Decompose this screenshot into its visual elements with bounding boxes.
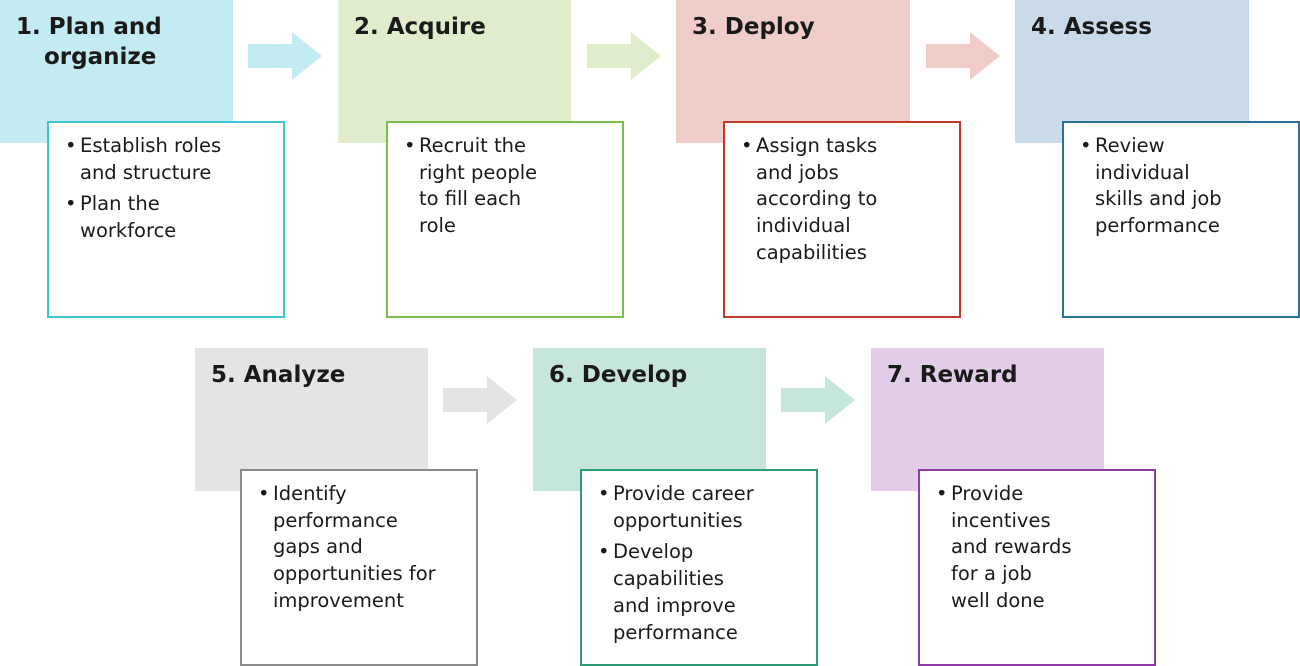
bullet-text: Identify performance gaps and opportunit… xyxy=(273,482,436,612)
list-item: •Identify performance gaps and opportuni… xyxy=(258,481,464,615)
step-5-details-box: •Identify performance gaps and opportuni… xyxy=(240,469,478,666)
step-5-bullet-list: •Identify performance gaps and opportuni… xyxy=(258,481,464,615)
arrow-right-icon xyxy=(443,376,517,424)
bullet-icon: • xyxy=(741,134,753,157)
step-3-details-box: •Assign tasks and jobs according to indi… xyxy=(723,121,961,318)
bullet-icon: • xyxy=(936,482,948,505)
arrow-right-icon xyxy=(926,32,1000,80)
step-6-header: 6. Develop xyxy=(533,348,766,491)
list-item: •Plan the workforce xyxy=(65,191,271,244)
step-1-bullet-list: •Establish roles and structure •Plan the… xyxy=(65,133,271,245)
list-item: •Establish roles and structure xyxy=(65,133,271,186)
step-2-bullet-list: •Recruit the right people to fill each r… xyxy=(404,133,610,240)
bullet-icon: • xyxy=(404,134,416,157)
bullet-icon: • xyxy=(65,192,77,216)
bullet-text: Provide career opportunities xyxy=(613,482,754,532)
list-item: •Assign tasks and jobs according to indi… xyxy=(741,133,947,267)
step-3-header: 3. Deploy xyxy=(676,0,910,143)
step-5-title: 5. Analyze xyxy=(211,362,346,388)
step-2-title: 2. Acquire xyxy=(354,14,486,40)
step-7-header: 7. Reward xyxy=(871,348,1104,491)
bullet-text: Plan the workforce xyxy=(80,192,177,243)
step-4-details-box: •Review individual skills and job perfor… xyxy=(1062,121,1300,318)
step-1-details-box: •Establish roles and structure •Plan the… xyxy=(47,121,285,318)
list-item: •Develop capabilities and improve perfor… xyxy=(598,539,804,646)
step-7-bullet-list: •Provide incentives and rewards for a jo… xyxy=(936,481,1142,615)
bullet-text: Provide incentives and rewards for a job… xyxy=(951,482,1072,612)
step-6-details-box: •Provide career opportunities •Develop c… xyxy=(580,469,818,666)
list-item: •Provide career opportunities xyxy=(598,481,804,534)
step-3-bullet-list: •Assign tasks and jobs according to indi… xyxy=(741,133,947,267)
step-1-header: 1. Plan and organize xyxy=(0,0,233,143)
bullet-text: Establish roles and structure xyxy=(80,134,222,184)
step-6-bullet-list: •Provide career opportunities •Develop c… xyxy=(598,481,804,646)
list-item: •Review individual skills and job perfor… xyxy=(1080,133,1286,240)
step-3-title: 3. Deploy xyxy=(692,14,815,40)
arrow-right-icon xyxy=(587,32,661,80)
bullet-icon: • xyxy=(598,482,610,505)
bullet-text: Recruit the right people to fill each ro… xyxy=(419,134,538,238)
step-2-details-box: •Recruit the right people to fill each r… xyxy=(386,121,624,318)
bullet-icon: • xyxy=(598,540,610,564)
step-7-details-box: •Provide incentives and rewards for a jo… xyxy=(918,469,1156,666)
step-4-title: 4. Assess xyxy=(1031,14,1152,40)
step-4-bullet-list: •Review individual skills and job perfor… xyxy=(1080,133,1286,240)
bullet-text: Assign tasks and jobs according to indiv… xyxy=(756,134,878,264)
step-6-title: 6. Develop xyxy=(549,362,688,388)
bullet-text: Review individual skills and job perform… xyxy=(1095,134,1222,238)
arrow-right-icon xyxy=(781,376,855,424)
step-5-header: 5. Analyze xyxy=(195,348,428,491)
step-4-header: 4. Assess xyxy=(1015,0,1249,143)
list-item: •Recruit the right people to fill each r… xyxy=(404,133,610,240)
bullet-icon: • xyxy=(65,134,77,157)
arrow-right-icon xyxy=(248,32,322,80)
bullet-icon: • xyxy=(258,482,270,505)
bullet-text: Develop capabilities and improve perform… xyxy=(613,540,738,644)
list-item: •Provide incentives and rewards for a jo… xyxy=(936,481,1142,615)
bullet-icon: • xyxy=(1080,134,1092,157)
step-2-header: 2. Acquire xyxy=(338,0,571,143)
step-7-title: 7. Reward xyxy=(887,362,1018,388)
step-1-title: 1. Plan and organize xyxy=(16,14,162,70)
